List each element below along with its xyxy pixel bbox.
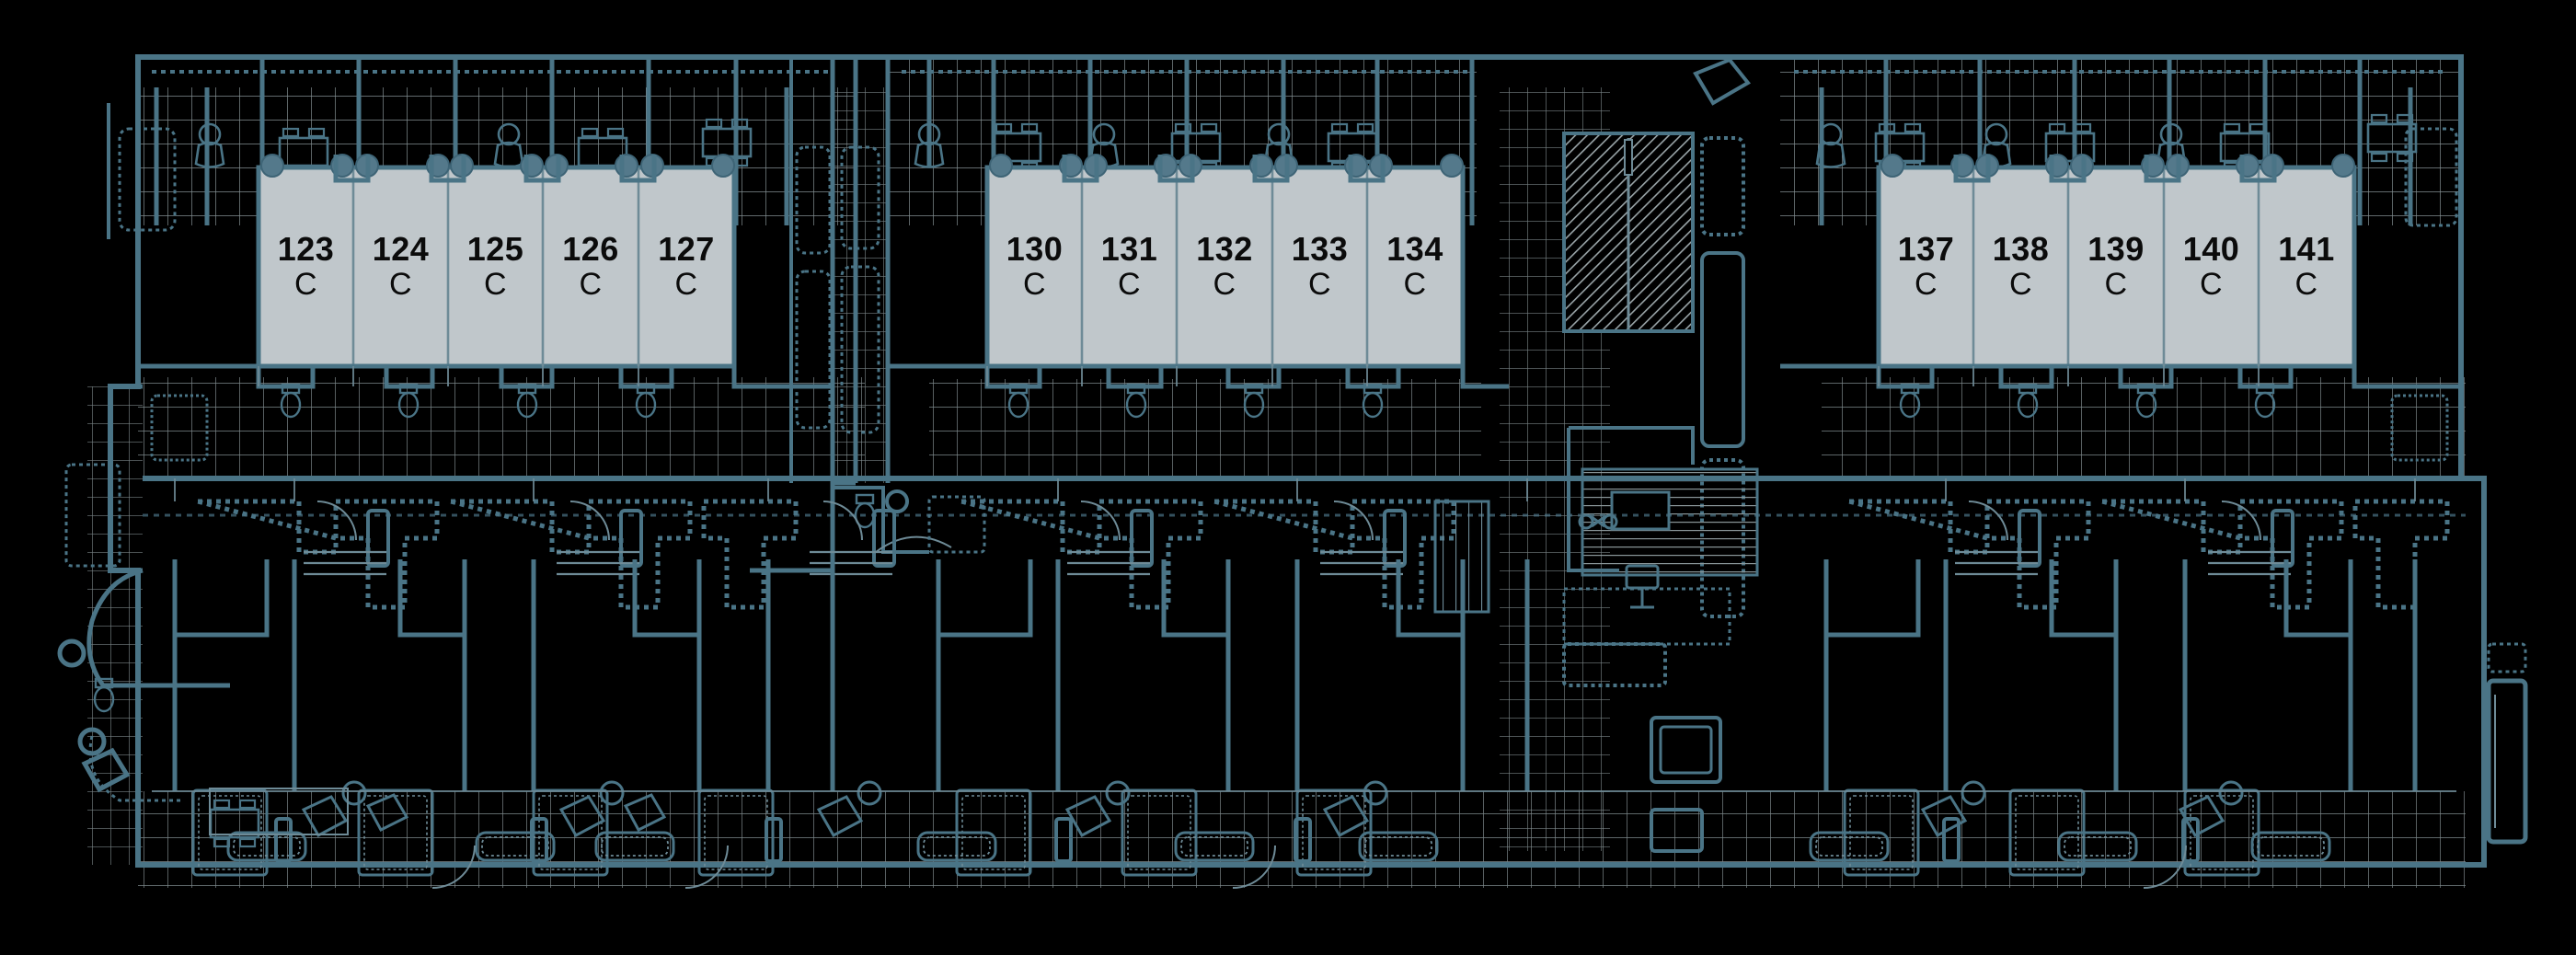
bottom-door-jambs	[274, 817, 2200, 863]
west-vertical-circulation	[750, 57, 891, 573]
upper-unit-partitions	[154, 57, 2413, 483]
east-end-details	[2404, 127, 2528, 865]
mid-separator	[143, 476, 2466, 517]
bottom-door-swings	[431, 845, 2187, 889]
west-end-details	[57, 103, 349, 835]
highlighted-units	[256, 165, 2357, 369]
corridor-walls	[138, 363, 2461, 389]
pod-door-swings	[316, 501, 2261, 541]
lobby-details	[833, 486, 986, 554]
unit-group-center	[984, 165, 1466, 369]
central-stair-core	[1562, 57, 1759, 853]
pod-pipe-runs	[304, 550, 2291, 576]
unit-group-west	[256, 165, 737, 369]
secondary-linework	[152, 366, 2456, 792]
lower-furniture	[191, 780, 2331, 889]
lower-unit-partitions	[172, 559, 2418, 791]
service-symbols	[1578, 513, 1660, 609]
unit-group-east	[1876, 165, 2357, 369]
bottom-seating	[209, 780, 2244, 848]
entry-door-jambs	[333, 155, 2277, 183]
corridor-fixtures	[150, 383, 2449, 462]
